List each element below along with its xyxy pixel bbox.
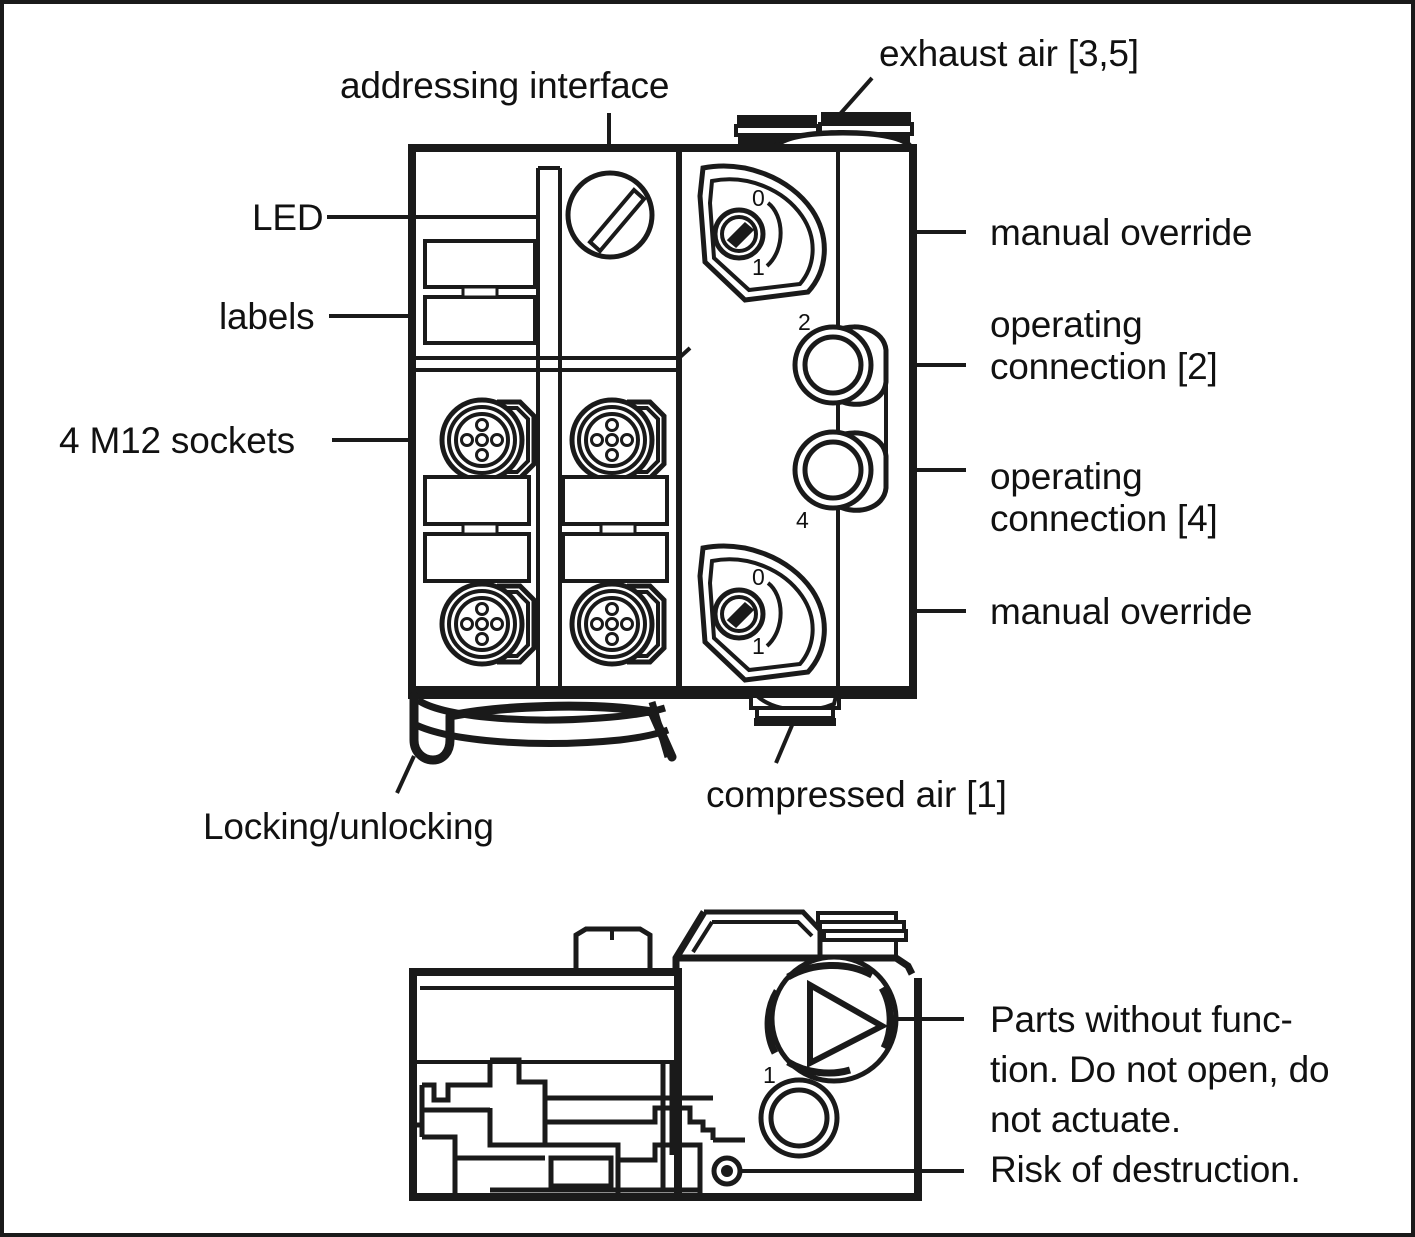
- callout-m12-sockets: 4 M12 sockets: [59, 420, 295, 461]
- callout-operating-connection-2-line1: operating: [990, 304, 1143, 345]
- m12-socket-top-right: [569, 397, 667, 483]
- manual-override-top: [697, 163, 827, 303]
- callout-compressed-air: compressed air [1]: [706, 774, 1007, 815]
- marking-override-bottom-0: 0: [752, 564, 765, 590]
- marking-override-top-1: 1: [752, 254, 765, 280]
- mid-box-upper-right: [561, 475, 669, 526]
- locking-bracket: [409, 691, 677, 765]
- callout-locking-unlocking: Locking/unlocking: [203, 806, 494, 847]
- callout-operating-connection-4-line2: connection [4]: [990, 498, 1218, 539]
- label-box-lower: [423, 295, 537, 345]
- callout-operating-connection-2-line2: connection [2]: [990, 346, 1218, 387]
- callout-warning-line4: Risk of destruction.: [990, 1149, 1301, 1190]
- callout-warning-line1: Parts without func-: [990, 999, 1293, 1040]
- marking-override-top-0: 0: [752, 185, 765, 211]
- m12-socket-bottom-left: [439, 581, 537, 667]
- side-rotary-knob: [764, 954, 899, 1084]
- label-box-tab: [461, 285, 499, 299]
- mid-box-lower-right: [561, 532, 669, 583]
- manual-override-bottom: [697, 543, 827, 683]
- leader-locking: [395, 755, 416, 794]
- marking-side-port-1: 1: [763, 1062, 776, 1088]
- callout-manual-override-top: manual override: [990, 212, 1253, 253]
- callout-exhaust-air: exhaust air [3,5]: [879, 33, 1139, 74]
- callout-labels: labels: [219, 296, 315, 337]
- callout-led: LED: [252, 197, 324, 238]
- callout-operating-connection-4-line1: operating: [990, 456, 1143, 497]
- compressed-air-port: [749, 694, 841, 726]
- callout-addressing-interface: addressing interface: [340, 65, 670, 106]
- callout-warning-line2: tion. Do not open, do: [990, 1049, 1330, 1090]
- marking-override-bottom-1: 1: [752, 633, 765, 659]
- marking-port-4: 4: [796, 507, 809, 533]
- side-pinhole: [711, 1155, 743, 1187]
- operating-connection-4: [792, 429, 889, 513]
- module-top-view: [408, 112, 917, 765]
- marking-port-2: 2: [798, 309, 811, 335]
- m12-socket-bottom-right: [569, 581, 667, 667]
- callout-warning-line3: not actuate.: [990, 1099, 1181, 1140]
- addressing-interface-screw: [565, 170, 655, 260]
- label-box-upper: [423, 239, 537, 289]
- module-side-view: [409, 909, 922, 1201]
- m12-socket-top-left: [439, 397, 537, 483]
- bottom-plate: [412, 686, 913, 696]
- operating-connection-2: [792, 324, 889, 407]
- leader-compressed-air: [774, 722, 795, 764]
- mid-box-lower-left: [423, 532, 531, 583]
- side-round-port: [758, 1077, 840, 1159]
- mid-box-upper-left: [423, 475, 531, 526]
- callout-manual-override-bottom: manual override: [990, 591, 1253, 632]
